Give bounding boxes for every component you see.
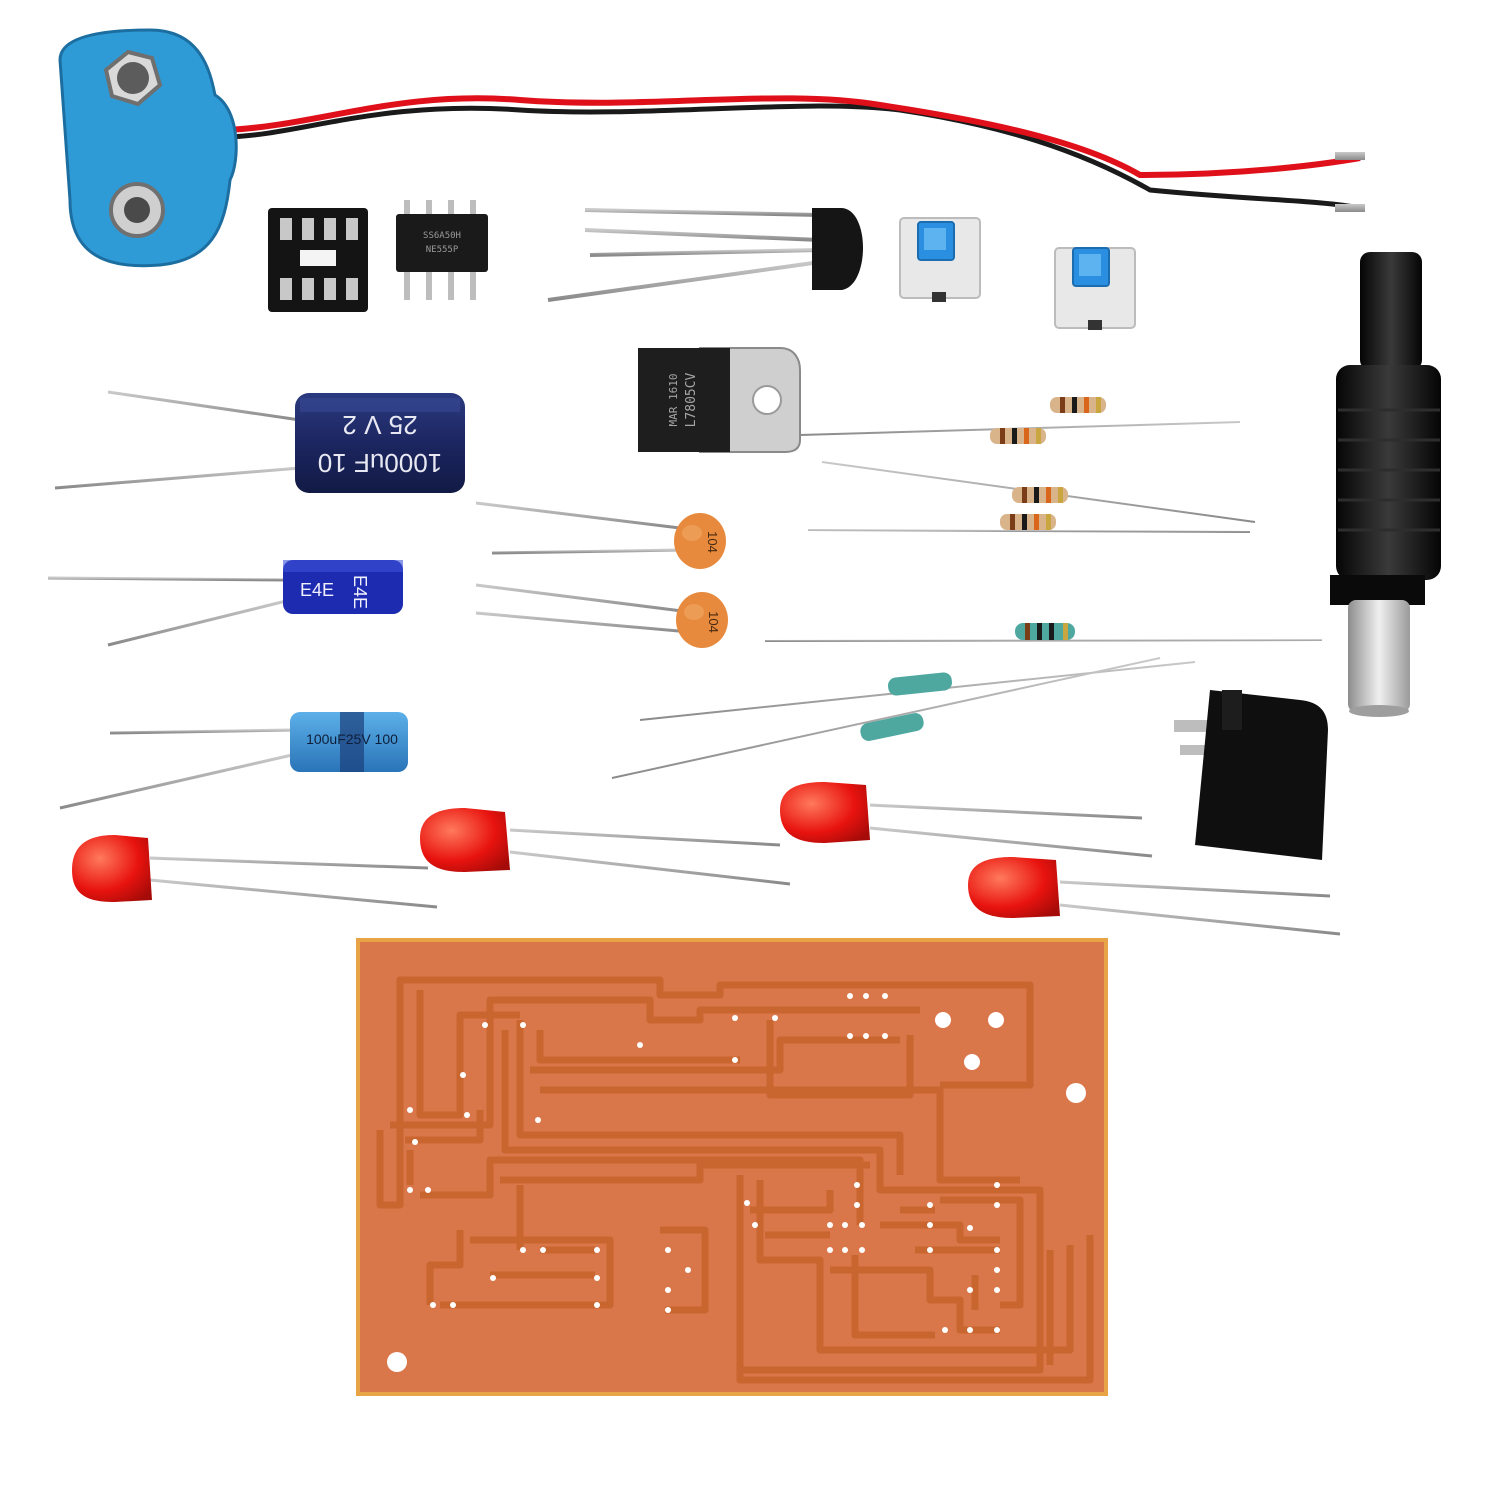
regulator-date-label: MAR 1610 (667, 374, 680, 427)
led-2 (420, 808, 791, 886)
push-button-1 (899, 217, 981, 302)
resistor-3 (821, 461, 1256, 523)
led-3 (780, 782, 1153, 858)
pcb-drill-holes (387, 993, 1086, 1372)
snap-terminal-hex-hole (117, 62, 149, 94)
battery-clip (58, 28, 1365, 268)
resistor-2 (799, 421, 1241, 444)
ceramic-capacitor-1: 104 (475, 501, 726, 569)
battery-wire-red (227, 95, 1361, 179)
cap-100uf-label: 100uF25V 100 (306, 731, 398, 747)
ic-socket (268, 208, 368, 312)
cap-medium-label-2: E4E (350, 575, 370, 609)
capacitor-1000uf: 25 V 2 1000uF 10 (54, 390, 465, 493)
cap-1000uf-value-label: 1000uF 10 (318, 448, 442, 478)
voltage-regulator-7805: L7805CV MAR 1610 (508, 347, 801, 453)
wire-tip-red (1335, 152, 1365, 160)
ceramic-1-label: 104 (705, 531, 720, 553)
wire-tip-black (1335, 204, 1365, 212)
resistor-4 (807, 514, 1251, 533)
resistor-7 (611, 657, 1161, 779)
dc-jack (1174, 690, 1328, 860)
led-1 (72, 835, 438, 909)
resistor-5 (764, 623, 1323, 642)
ic-555-chip: SS6A50H NE555P (396, 200, 488, 300)
led-4 (968, 857, 1341, 936)
resistor-1 (855, 397, 1295, 421)
dc-power-plug (1330, 252, 1441, 717)
capacitor-100uf: 100uF25V 100 (59, 712, 408, 810)
cap-medium-label: E4E (300, 580, 334, 600)
ic-top-label: SS6A50H (423, 231, 461, 241)
transistor (547, 208, 863, 302)
printed-circuit-board (356, 938, 1108, 1396)
resistor-6 (639, 661, 1196, 721)
ceramic-capacitor-2: 104 (475, 583, 728, 648)
battery-clip-body (58, 28, 238, 268)
ic-part-label: NE555P (426, 245, 459, 255)
pcb-traces (376, 976, 1094, 1384)
regulator-part-label: L7805CV (684, 372, 699, 427)
capacitor-medium: E4E E4E (47, 560, 403, 647)
battery-wire-black (227, 103, 1361, 211)
cap-1000uf-voltage-label: 25 V 2 (342, 410, 417, 440)
push-button-2 (1054, 247, 1136, 330)
ceramic-2-label: 104 (706, 611, 721, 633)
